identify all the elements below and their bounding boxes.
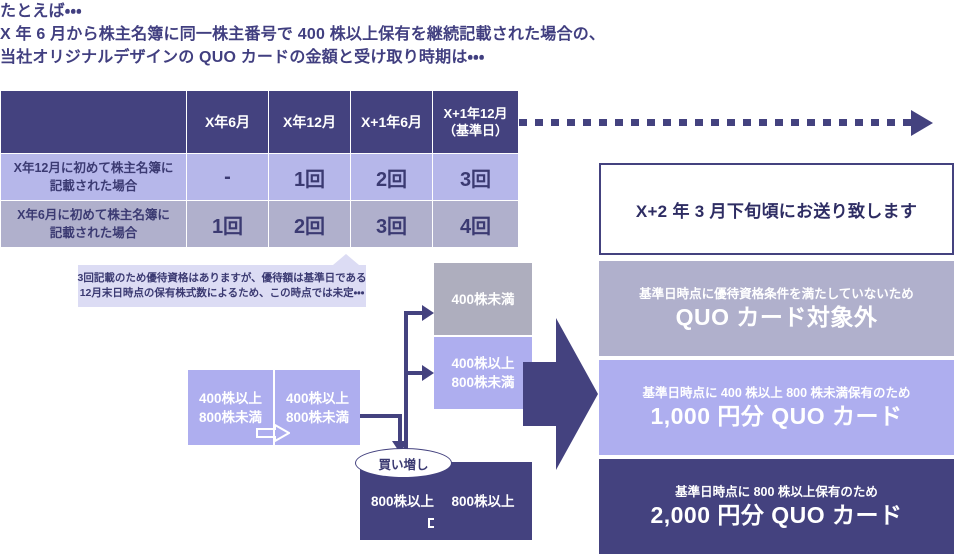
cell-r1-c4: 3回 [432,153,519,201]
row-label-line-2: 記載された場合 [49,179,138,193]
result-amount-1000-yen: 1,000 円分 QUO カード [650,403,903,429]
holding-box-400-june-line2: 800株未満 [198,409,263,425]
cell-r2-c4: 4回 [432,200,519,248]
result-reason-1000-yen: 基準日時点に 400 株以上 800 株未満保有のため [642,386,911,400]
record-date-box-400-to-800-line1: 400株以上 [451,356,515,371]
row-label-first-listed-june: X年6月に初めて株主名簿に 記載された場合 [0,200,187,248]
connector-branch-top-horizontal [404,311,424,315]
record-date-box-over-800-line1: 800株以上 [451,493,515,509]
result-reason-2000-yen: 基準日時点に 800 株以上保有のため [675,485,878,499]
connector-trunk-vertical [404,311,408,463]
cell-r2-c3: 3回 [350,200,433,248]
callout-line-2: 12月末日時点の保有株式数によるため、この時点では未定・・・ [79,287,365,299]
delivery-notice-panel: X+2 年 3 月下旬頃にお送り致します [599,163,954,255]
holding-box-800-x1june-line1: 800株以上 [370,493,435,509]
column-header-x1-december-label: X+1年12月 [443,106,508,121]
row-label-line-1: X年6月に初めて株主名簿に [17,208,170,222]
result-panel-not-eligible: 基準日時点に優待資格条件を満たしていないため QUO カード対象外 [599,261,954,356]
holding-box-400-june: 400株以上 800株未満 [188,370,273,445]
record-date-box-400-to-800-line2: 800株未満 [451,375,515,390]
result-panel-1000-yen: 基準日時点に 400 株以上 800 株未満保有のため 1,000 円分 QUO… [599,360,954,455]
column-header-x-june: X年6月 [186,90,269,154]
column-header-x1-june: X+1年6月 [350,90,433,154]
timeline-arrowhead-icon [911,110,933,136]
result-amount-not-eligible: QUO カード対象外 [675,304,878,330]
arrow-400a-to-400b-icon [256,424,290,442]
connector-branch-top-arrowhead-icon [422,305,434,321]
column-header-x1-december-sub: （基準日） [442,123,508,138]
callout-pointer-icon [333,254,359,265]
cell-r1-c2: 1回 [268,153,351,201]
callout-line-1: 3回記載のため優待資格はありますが、優待額は基準日である [77,272,367,284]
header-line-2: 当社オリジナルデザインの QUO カードの金額と受け取り時期は・・・ [0,49,485,66]
cell-r2-c2: 2回 [268,200,351,248]
cell-r2-c1: 1回 [186,200,269,248]
header-text-block: たとえば・・・ X 年 6 月から株主名簿に同一株主番号で 400 株以上保有を… [0,0,950,69]
column-header-x-december: X年12月 [268,90,351,154]
timeline-dotted-line [519,119,911,126]
result-amount-2000-yen: 2,000 円分 QUO カード [650,502,903,528]
result-panel-stack: X+2 年 3 月下旬頃にお送り致します 基準日時点に優待資格条件を満たしていな… [599,163,954,554]
callout-note: 3回記載のため優待資格はありますが、優待額は基準日である 12月末日時点の保有株… [77,254,367,307]
buy-more-label: 買い増し [355,448,452,478]
timeline-arrow [519,110,939,136]
intro-line: たとえば・・・ [0,3,82,20]
header-line-1: X 年 6 月から株主名簿に同一株主番号で 400 株以上保有を継続記載された場… [0,26,606,43]
row-label-line-1: X年12月に初めて株主名簿に [13,161,174,175]
buy-more-label-text: 買い増し [378,457,429,472]
schedule-table: X年6月 X年12月 X+1年6月 X+1年12月 （基準日） X年12月に初め… [0,90,519,248]
table-row: X年12月に初めて株主名簿に 記載された場合 - 1回 2回 3回 [0,153,519,201]
row-label-line-2: 記載された場合 [49,226,138,240]
table-header-row: X年6月 X年12月 X+1年6月 X+1年12月 （基準日） [0,90,519,154]
result-reason-not-eligible: 基準日時点に優待資格条件を満たしていないため [639,287,914,301]
connector-400b-horizontal [360,414,402,418]
delivery-notice-text: X+2 年 3 月下旬頃にお送り致します [635,201,918,221]
column-header-x1-december: X+1年12月 （基準日） [432,90,519,154]
cell-r1-c1: - [186,153,269,201]
big-block-arrow-icon [523,318,598,470]
record-date-box-over-800: 800株以上 [434,462,532,540]
holding-box-400-december-line1: 400株以上 [285,390,350,406]
row-label-first-listed-december: X年12月に初めて株主名簿に 記載された場合 [0,153,187,201]
connector-branch-mid-horizontal [404,371,424,375]
table-corner-cell [0,90,187,154]
record-date-box-under-400-line1: 400株未満 [451,291,515,307]
cell-r1-c3: 2回 [350,153,433,201]
result-panel-2000-yen: 基準日時点に 800 株以上保有のため 2,000 円分 QUO カード [599,459,954,554]
record-date-box-400-to-800: 400株以上 800株未満 [434,337,532,409]
connector-400b-vertical-down [398,414,402,441]
table-row: X年6月に初めて株主名簿に 記載された場合 1回 2回 3回 4回 [0,200,519,248]
holding-box-400-december-line2: 800株未満 [285,409,350,425]
record-date-box-under-400: 400株未満 [434,263,532,335]
holding-box-400-june-line1: 400株以上 [198,390,263,406]
callout-note-text: 3回記載のため優待資格はありますが、優待額は基準日である 12月末日時点の保有株… [77,265,367,307]
connector-branch-mid-arrowhead-icon [422,365,434,381]
